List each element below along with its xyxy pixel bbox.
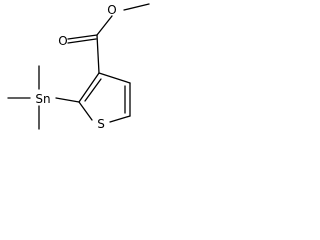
- bond-ring-to-tin: [55, 97, 80, 103]
- bond-ring-c3-c4: [98, 72, 131, 84]
- bond-carbonyl-double-2: [67, 38, 97, 44]
- chemical-structure-diagram: O O Sn S: [7, 3, 150, 131]
- ester-oxygen-label: O: [107, 3, 116, 17]
- bond-carbonyl-to-ring: [96, 34, 100, 74]
- carbonyl-oxygen-label: O: [58, 34, 67, 48]
- sulfur-label: S: [97, 117, 105, 131]
- bond-ring-c5-s: [109, 115, 131, 123]
- bond-ring-c2-c3: [78, 72, 100, 103]
- bond-methyl-to-ester-oxygen: [123, 3, 150, 11]
- bond-carbonyl-double-1: [67, 34, 98, 40]
- bond-ring-s-c2: [78, 101, 93, 121]
- bond-ester-oxygen-to-carbonyl-carbon: [96, 15, 113, 36]
- bond-ring-c2-c3-inner: [84, 78, 102, 102]
- tin-label: Sn: [35, 92, 50, 106]
